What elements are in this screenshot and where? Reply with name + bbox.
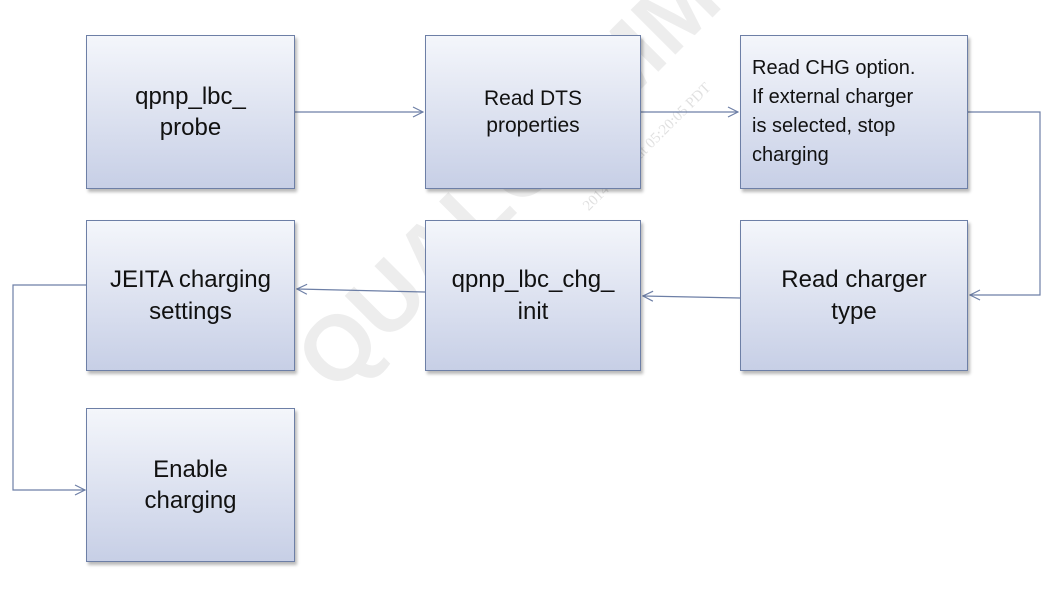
box-label: qpnp_lbc_ probe — [135, 82, 246, 141]
box-read-charger-type: Read charger type — [740, 220, 968, 371]
connector-chg-option-to-charger-type — [968, 111, 1041, 295]
box-label: Read CHG option. If external charger is … — [752, 57, 916, 166]
box-read-chg-option: Read CHG option. If external charger is … — [740, 35, 968, 189]
box-read-dts-properties: Read DTS properties — [425, 35, 641, 189]
box-label: qpnp_lbc_chg_ init — [451, 266, 615, 325]
box-label: JEITA charging settings — [110, 266, 271, 325]
box-qpnp-lbc-chg-init: qpnp_lbc_chg_ init — [425, 220, 641, 371]
box-qpnp-lbc-probe: qpnp_lbc_ probe — [86, 35, 295, 189]
connector-init-to-jeita — [297, 289, 426, 292]
connector-jeita-to-enable — [12, 284, 86, 490]
box-jeita-charging-settings: JEITA charging settings — [86, 220, 295, 371]
box-label: Read DTS properties — [483, 86, 583, 137]
connector-charger-type-to-init — [643, 296, 741, 298]
box-enable-charging: Enable charging — [86, 408, 295, 562]
box-label: Enable charging — [144, 455, 237, 514]
box-label: Read charger type — [781, 266, 927, 325]
